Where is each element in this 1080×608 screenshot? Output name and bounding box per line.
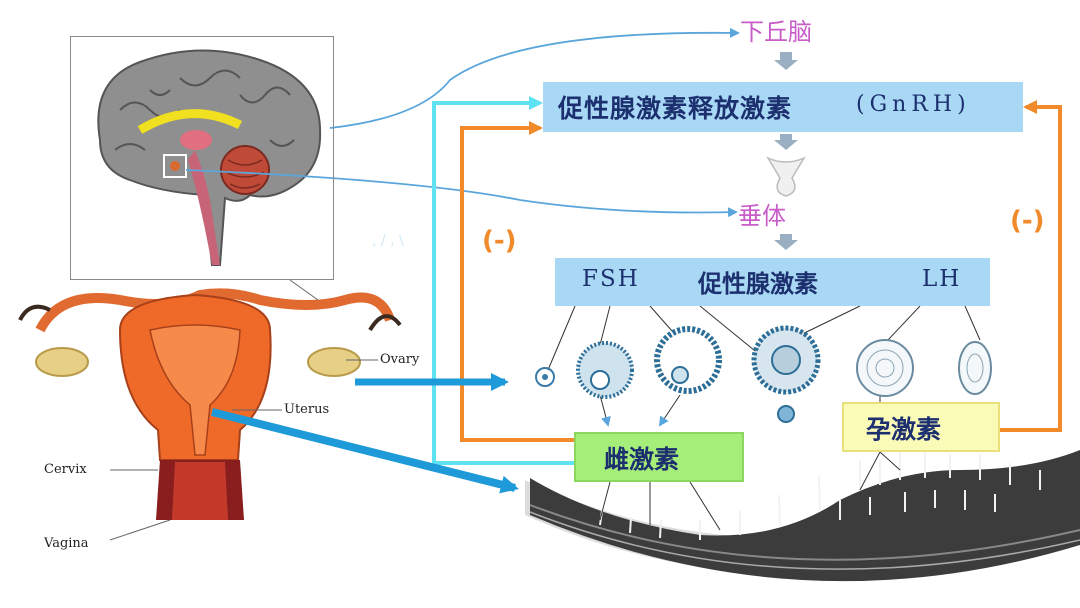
estrogen-feedback-arrow xyxy=(460,121,574,442)
estrogen-positive-arrow xyxy=(432,96,574,465)
gnrh-label: 促性腺激素释放激素 xyxy=(558,94,793,123)
gnrh-box xyxy=(543,82,1023,132)
lh-label: LH xyxy=(922,266,962,292)
progesterone-feedback-arrow xyxy=(1000,100,1062,432)
anatomy-leaders xyxy=(109,279,378,541)
follicles xyxy=(535,325,992,423)
brain-to-pituitary-arrow xyxy=(185,169,738,218)
negative-feedback-right: (-) xyxy=(1010,206,1045,236)
gonadotropin-label: 促性腺激素 xyxy=(698,270,818,298)
negative-feedback-left: (-) xyxy=(482,226,517,256)
svg-text:, / , \: , / , \ xyxy=(372,233,404,249)
ovary-label: Ovary xyxy=(380,352,420,367)
estrogen-label: 雌激素 xyxy=(604,445,680,474)
gnrh-abbr: (GnRH) xyxy=(856,92,971,117)
uterus-arrow xyxy=(211,408,519,494)
progesterone-label: 孕激素 xyxy=(866,415,942,444)
gonadotropin-box xyxy=(555,258,990,306)
endometrium-illustration xyxy=(525,450,1080,582)
hypothalamus-label: 下丘脑 xyxy=(740,18,812,46)
uterus-label: Uterus xyxy=(284,402,330,417)
brain-to-hypothalamus-arrow xyxy=(329,27,740,129)
progesterone-box xyxy=(842,402,1000,452)
brain-frame xyxy=(70,36,334,280)
flow-down-arrows xyxy=(774,52,798,250)
pituitary-label: 垂体 xyxy=(738,202,786,230)
cervix-label: Cervix xyxy=(44,462,87,477)
brain-illustration xyxy=(97,49,322,266)
uterus-illustration xyxy=(18,288,402,520)
estrogen-box xyxy=(574,432,744,482)
vagina-label: Vagina xyxy=(44,536,89,551)
fsh-label: FSH xyxy=(582,266,640,292)
pituitary-icon xyxy=(766,156,806,197)
